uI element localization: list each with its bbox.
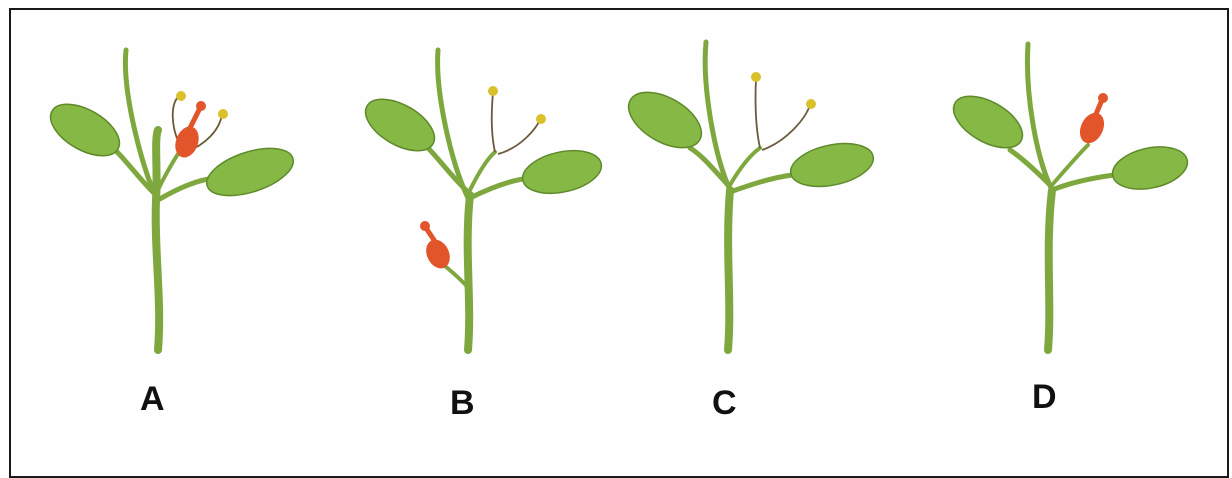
plant-a <box>30 30 330 370</box>
leaf-right <box>201 139 299 205</box>
stamens <box>488 86 546 154</box>
anther <box>751 72 761 82</box>
leaf-left <box>945 86 1031 159</box>
panel-c: C <box>610 30 910 470</box>
anther <box>488 86 498 96</box>
pistil <box>171 101 206 161</box>
leaf-right <box>519 144 606 200</box>
leaf-left <box>619 81 710 159</box>
stem <box>1010 44 1114 350</box>
plant-b <box>340 30 640 370</box>
panel-label: A <box>140 382 165 416</box>
plant-c <box>610 30 910 370</box>
panel-a: A <box>30 30 330 470</box>
anther <box>176 91 186 101</box>
panel-b: B <box>340 30 640 470</box>
panel-label: B <box>450 386 475 420</box>
plant-d <box>930 30 1230 370</box>
anther <box>536 114 546 124</box>
pistil <box>420 221 454 272</box>
leaf-left <box>42 94 128 167</box>
panel-label: C <box>712 386 737 420</box>
pistil <box>1075 93 1108 147</box>
panel-d: D <box>930 30 1230 470</box>
leaf-right <box>1109 141 1192 196</box>
stem <box>425 50 530 350</box>
stamens <box>751 72 816 150</box>
stem <box>115 50 215 350</box>
anther <box>806 99 816 109</box>
stem <box>690 42 792 350</box>
leaf-right <box>787 137 877 194</box>
panel-label: D <box>1032 380 1057 414</box>
anther <box>218 109 228 119</box>
